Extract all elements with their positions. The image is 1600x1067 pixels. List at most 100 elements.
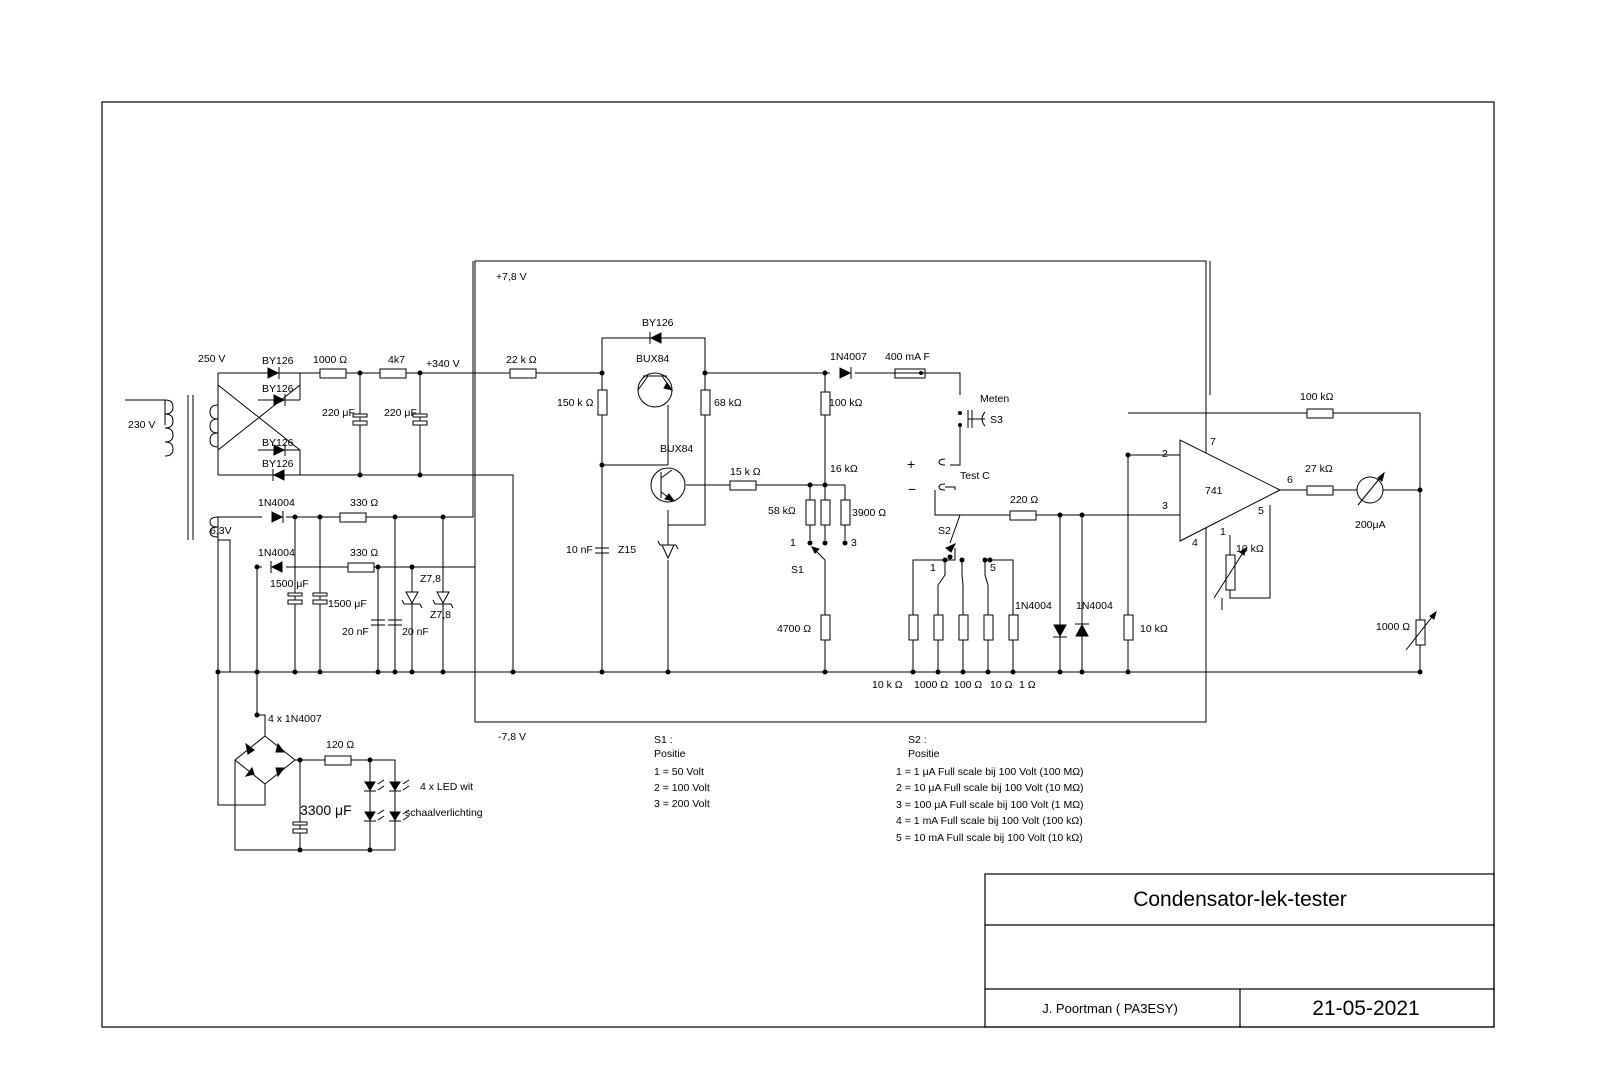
protection-diode-2-label: 1N4004 [1076,600,1113,612]
legend-s1-subtitle: Positie [654,748,686,760]
transistor-1-label: BUX84 [636,353,669,365]
offset-trimmer-label: 10 kΩ [1236,543,1264,555]
output-resistor [1306,485,1334,496]
opamp-pin3: 3 [1162,500,1168,512]
hv-diode-2-label: BY126 [262,383,294,395]
transistor-2 [650,467,686,503]
s2-pos1-label: 1 [930,562,936,574]
s1-pos1-label: 1 [790,537,796,549]
shunt-resistor-2 [933,614,944,641]
transistor-2-label: BUX84 [660,443,693,455]
hv-diode-3-label: BY126 [262,437,294,449]
legend-s1-line: 1 = 50 Volt [654,766,704,778]
measure-input-resistor [1009,510,1037,521]
hv-diode-3 [273,444,286,456]
legend-s1-line: 3 = 200 Volt [654,798,710,810]
shunt-resistor-1 [908,614,919,641]
opamp-pin4: 4 [1192,537,1198,549]
rail-neg-label: -7,8 V [498,731,526,743]
s2-label: S2 [938,525,951,537]
s3-label: S3 [990,414,1003,426]
lighting-resistor [324,755,352,766]
test-terminal-minus[interactable] [938,483,956,491]
lv-capacitor-1-label: 1500 μF [270,578,309,590]
lv-capacitor-2 [312,592,328,605]
hv-output-label: +340 V [426,358,460,370]
hv-capacitor-2 [412,413,428,426]
regulator-input-resistor [509,368,537,379]
s2-rotary-switch[interactable] [942,514,993,563]
regulator-capacitor [595,547,609,554]
opamp-741 [1179,439,1282,542]
meter-label: 200μA [1355,519,1386,531]
fuse [894,368,926,379]
hv-resistor-4k7-label: 4k7 [388,354,405,366]
s3-pushbutton[interactable] [958,410,986,428]
lighting-resistor-label: 120 Ω [326,739,354,751]
legend-s2-line: 4 = 1 mA Full scale bij 100 Volt (100 kΩ… [896,815,1083,827]
regulator-diode-label: BY126 [642,317,674,329]
resistor-3900-label: 3900 Ω [852,507,886,519]
hv-diode-1 [267,367,280,379]
hv-diode-1-label: BY126 [262,355,294,367]
legend-s2: S2 : Positie 1 = 1 μA Full scale bij 100… [896,734,1084,844]
hv-resistor-4k7 [379,368,407,379]
s3-button-label: Meten [980,393,1009,405]
offset-trimmer[interactable] [1213,546,1247,599]
legend-s2-line: 5 = 10 mA Full scale bij 100 Volt (10 kΩ… [896,832,1083,844]
wiring [125,261,1421,722]
lv-resistor-1 [339,512,367,523]
emitter-resistor [700,389,711,416]
base-resistor-label: 15 k Ω [730,466,761,478]
hv-capacitor-1 [352,413,368,426]
shunt-resistor-5 [1008,614,1019,641]
shunt-resistor-5-label: 1 Ω [1019,679,1036,691]
shunt-resistor-4 [983,614,994,641]
shunt-resistor-3 [958,614,969,641]
test-c-label: Test C [960,470,990,482]
led-array-label: 4 x LED wit [420,781,473,793]
test-terminal-plus[interactable] [938,458,946,466]
bridge-rectifier-label: 4 x 1N4007 [268,713,322,725]
test-minus-label: − [908,481,916,497]
s1-rotary-switch[interactable] [807,540,848,561]
lighting-capacitor-label: 3300 μF [300,802,352,818]
regulator-zener [657,540,679,560]
led-array-caption: schaalverlichting [405,807,483,819]
bias-resistor [597,389,608,416]
lv-diode-2-label: 1N4004 [258,547,295,559]
lv-capacitor-20nf-1 [371,619,385,626]
bridge-rectifier [217,672,395,851]
lv-resistor-1-label: 330 Ω [350,497,378,509]
legend-s1: S1 : Positie 1 = 50 Volt 2 = 100 Volt 3 … [654,734,710,810]
title-block-date: 21-05-2021 [1312,997,1419,1020]
resistor-58k-label: 58 kΩ [768,505,796,517]
opamp-pin1: 1 [1220,526,1226,538]
regulator-input-resistor-label: 22 k Ω [506,354,537,366]
hv-resistor-1000 [319,368,347,379]
shunt-resistor-2-label: 1000 Ω [914,679,948,691]
calibration-trimmer[interactable] [1405,610,1437,651]
divider-top-resistor [820,391,831,416]
fuse-label: 400 mA F [885,351,930,363]
transistor-1 [637,372,674,408]
s1-label: S1 [791,564,804,576]
lv-resistor-2-label: 330 Ω [350,547,378,559]
protection-diode-1 [1053,624,1067,638]
resistor-4700-label: 4700 Ω [777,623,811,635]
meter-200ua [1356,471,1385,506]
feedback-resistor-label: 100 kΩ [1300,391,1334,403]
legend-s1-title: S1 : [654,734,673,746]
base-resistor [729,480,757,491]
measure-input-resistor-label: 220 Ω [1010,494,1038,506]
legend-s2-subtitle: Positie [908,748,940,760]
lv-capacitor-2-label: 1500 μF [328,598,367,610]
lv-capacitor-20nf-1-label: 20 nF [342,626,369,638]
hv-capacitor-1-label: 220 μF [322,407,355,419]
lv-diode-1 [271,511,284,523]
calibration-trimmer-label: 1000 Ω [1376,621,1410,633]
mains-voltage-label: 230 V [128,419,155,431]
s1-pos3-label: 3 [851,537,857,549]
divider-top-resistor-label: 100 kΩ [829,397,863,409]
